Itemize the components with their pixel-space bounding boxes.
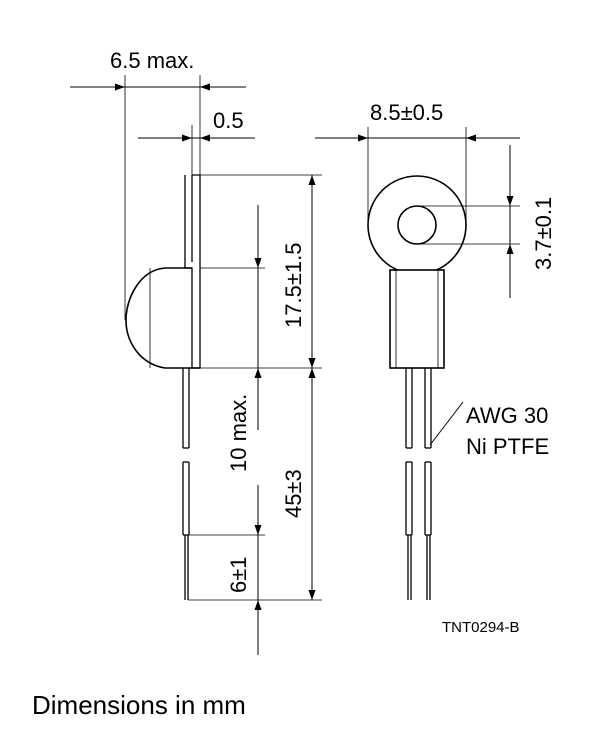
side-dimensions: [70, 75, 322, 655]
dim-tab-thickness: 0.5: [213, 108, 244, 133]
ring-lug: [367, 175, 467, 275]
dim-hole-diameter: 3.7±0.1: [531, 197, 556, 270]
dim-lead-length: 45±3: [281, 469, 306, 518]
dim-lead-end: 6±1: [226, 556, 251, 593]
dim-body-length-max: 10 max.: [226, 394, 251, 472]
wire-note-leader: [429, 401, 464, 446]
side-view: [125, 174, 201, 600]
wire-note-line1: AWG 30: [466, 403, 548, 428]
front-dimensions: [315, 127, 520, 298]
dim-ring-width: 8.5±0.5: [370, 100, 443, 125]
ring-hole: [397, 205, 437, 245]
dim-width-max: 6.5 max.: [110, 48, 194, 73]
drawing-code: TNT0294-B: [442, 619, 520, 636]
dome-body: [125, 267, 200, 369]
front-body: [389, 269, 445, 369]
front-view: [367, 175, 467, 600]
caption: Dimensions in mm: [32, 690, 246, 720]
wire-note-line2: Ni PTFE: [466, 434, 549, 459]
dim-tab-length: 17.5±1.5: [281, 243, 306, 328]
